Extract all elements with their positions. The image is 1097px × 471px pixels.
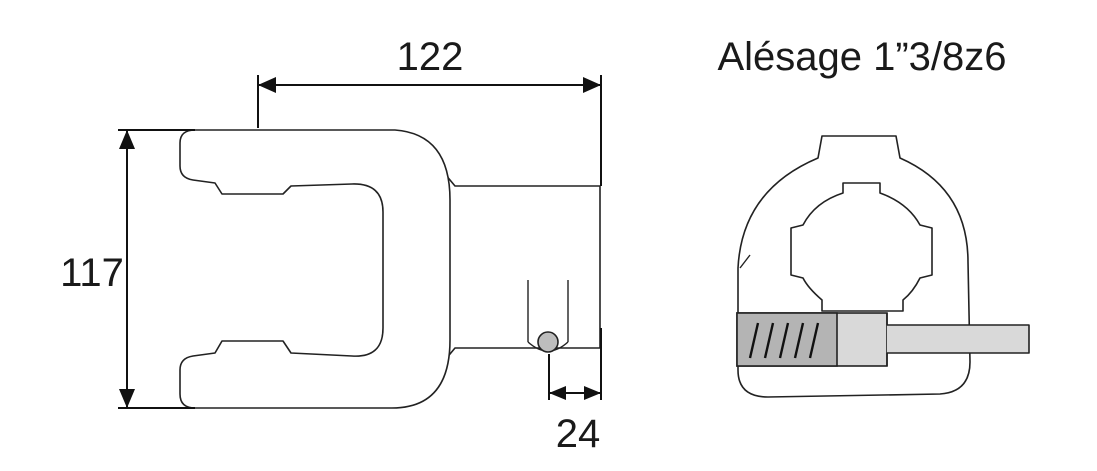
yoke-end-view bbox=[736, 135, 1030, 398]
thread-hatching bbox=[748, 322, 820, 359]
bore-label: Alésage 1”3/8z6 bbox=[717, 35, 1006, 79]
dimension-pin-offset: 24 bbox=[548, 328, 602, 456]
splined-bore bbox=[790, 182, 933, 312]
dimension-pin-offset-label: 24 bbox=[556, 412, 601, 456]
yoke-fork bbox=[179, 129, 451, 409]
dimension-height: 117 bbox=[60, 129, 195, 409]
dimension-length-label: 122 bbox=[397, 35, 464, 79]
clamp-housing-step bbox=[886, 313, 1030, 366]
yoke-hub bbox=[439, 167, 601, 367]
dimension-length: 122 bbox=[257, 35, 602, 186]
pin-slot bbox=[527, 280, 569, 342]
dimension-height-label: 117 bbox=[60, 251, 124, 295]
clamp-pin bbox=[537, 331, 559, 353]
clamp-thread-region bbox=[736, 312, 838, 367]
yoke-side-view bbox=[179, 129, 601, 409]
yoke-end-step bbox=[739, 254, 751, 269]
